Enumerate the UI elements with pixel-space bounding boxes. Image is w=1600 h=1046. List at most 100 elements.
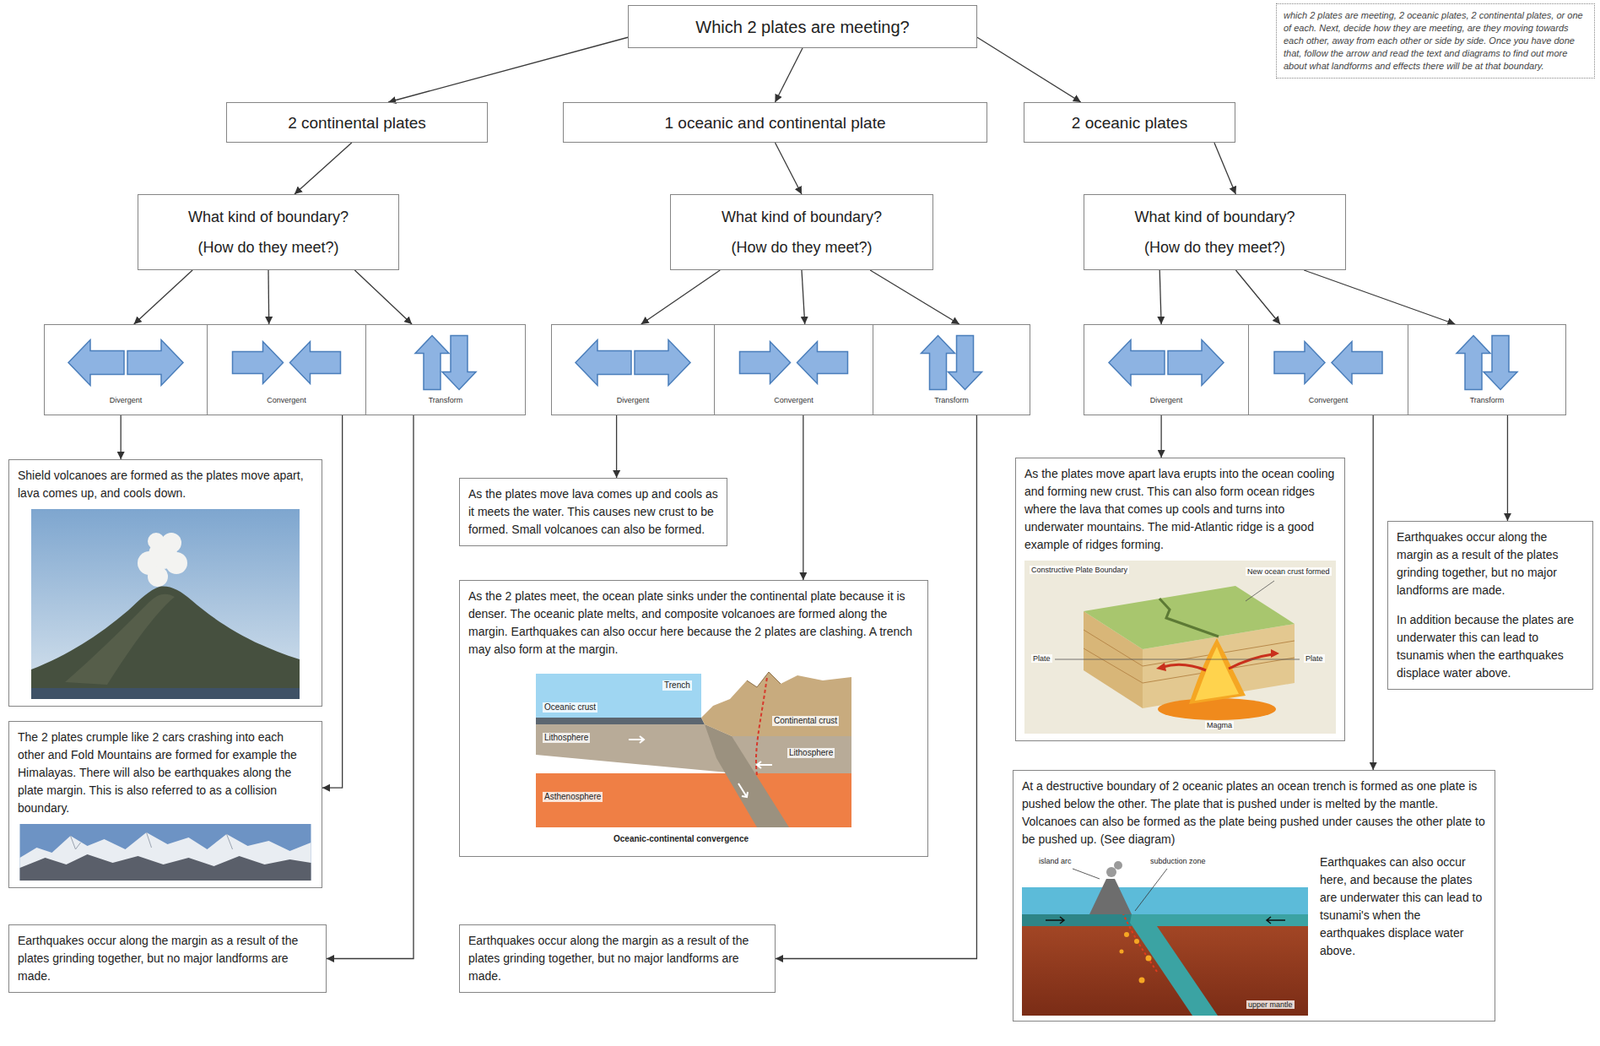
box-text: What kind of boundary? xyxy=(1092,207,1337,227)
illustration-part xyxy=(20,832,312,881)
box-text: What kind of boundary? xyxy=(679,207,925,227)
box-text: As the 2 plates meet, the ocean plate si… xyxy=(468,587,919,659)
divergent-arrows xyxy=(68,340,184,386)
connector-arrow xyxy=(616,415,617,478)
figure-slot xyxy=(573,335,692,391)
box-text: Convergent xyxy=(718,395,870,406)
figure-slot xyxy=(1269,335,1388,391)
volcano-photo xyxy=(31,508,300,699)
transform-arrows xyxy=(415,335,476,390)
convergent-arrows xyxy=(1274,341,1383,384)
illustration-part xyxy=(1145,955,1152,962)
boundary-cell: Divergent xyxy=(551,324,715,416)
connector-arrow xyxy=(388,37,628,103)
illustration-part xyxy=(1124,931,1130,937)
illustration-part xyxy=(137,532,188,587)
box-text: Which 2 plates are meeting? xyxy=(637,16,968,38)
diagram-label: Continental crust xyxy=(772,715,839,726)
figure-slot xyxy=(1107,335,1226,391)
info-box: As the plates move lava comes up and coo… xyxy=(459,477,728,546)
illustration-part xyxy=(1021,913,1132,926)
plate-type-box: 2 continental plates xyxy=(226,102,488,143)
box-text: Convergent xyxy=(1252,395,1405,406)
diagram-label: island arc xyxy=(1037,856,1074,865)
illustration-part xyxy=(1072,868,1100,879)
illustration-part xyxy=(704,724,790,828)
connector-arrow xyxy=(775,48,804,103)
illustration-part xyxy=(756,761,773,768)
illustration-part xyxy=(1134,938,1140,944)
box-text: As the plates move lava comes up and coo… xyxy=(468,485,719,539)
illustration-part xyxy=(1129,913,1309,1016)
illustration-part xyxy=(1021,886,1309,914)
illustration-part xyxy=(1194,646,1239,701)
illustration-part xyxy=(20,823,312,881)
illustration-part xyxy=(1189,637,1246,704)
diagram-label: Lithosphere xyxy=(787,747,835,758)
diagram-label: Magma xyxy=(1205,720,1234,730)
connector-arrow xyxy=(775,142,803,195)
info-box: Earthquakes occur along the margin as a … xyxy=(459,924,776,993)
figure-slot xyxy=(1021,853,1309,1016)
convergence-diagram xyxy=(535,671,852,828)
boundary-cell: Divergent xyxy=(1083,324,1249,416)
box-text: Transform xyxy=(876,395,1027,406)
connector-arrow xyxy=(354,270,412,325)
box-text: As the plates move apart lava erupts int… xyxy=(1024,464,1336,554)
illustration-part xyxy=(535,717,705,725)
illustration-part xyxy=(165,551,188,574)
illustration-part xyxy=(1054,659,1300,660)
connector-arrow xyxy=(1160,415,1162,458)
illustration-part xyxy=(1245,580,1275,601)
figure-slot xyxy=(66,335,185,391)
box-text: Transform xyxy=(1411,395,1563,406)
boundary-cell: Transform xyxy=(365,324,526,416)
diagram-label: Plate xyxy=(1031,654,1053,663)
illustration-part xyxy=(1266,916,1286,924)
figure-slot xyxy=(735,335,854,391)
box-text: which 2 plates are meeting, 2 oceanic pl… xyxy=(1283,9,1588,73)
mountain-photo xyxy=(20,823,312,881)
illustration-part xyxy=(31,586,300,699)
boundary-cell: Transform xyxy=(872,324,1031,416)
question-box: What kind of boundary?(How do they meet?… xyxy=(670,194,934,271)
diagram-label: Asthenosphere xyxy=(542,791,603,802)
illustration-part xyxy=(1113,860,1123,870)
box-text: (How do they meet?) xyxy=(146,237,390,257)
illustration-part xyxy=(738,783,748,797)
diagram-label: Plate xyxy=(1303,654,1325,663)
box-text: 1 oceanic and continental plate xyxy=(572,113,979,133)
connector-arrow xyxy=(801,270,806,325)
diagram-label: upper mantle xyxy=(1246,1000,1295,1009)
box-text: Convergent xyxy=(210,395,363,406)
diagram-label: subduction zone xyxy=(1148,856,1208,865)
info-box: Earthquakes occur along the margin as a … xyxy=(1387,520,1594,690)
illustration-part xyxy=(1156,662,1167,671)
connector-arrow xyxy=(1372,415,1374,770)
box-text: Divergent xyxy=(48,395,204,406)
start-box: Which 2 plates are meeting? xyxy=(627,5,978,49)
diagram-label: Lithosphere xyxy=(542,732,590,743)
illustration-part xyxy=(756,676,768,775)
illustration-part xyxy=(70,832,233,849)
instruction-note: which 2 plates are meeting, 2 oceanic pl… xyxy=(1275,3,1595,79)
convergent-arrows xyxy=(740,341,849,384)
box-text: Divergent xyxy=(1087,395,1245,406)
ridge-diagram xyxy=(1024,560,1336,734)
connector-arrow xyxy=(1303,270,1455,325)
connector-arrow xyxy=(1507,415,1509,521)
plate-type-box: 1 oceanic and continental plate xyxy=(562,102,988,143)
illustration-part xyxy=(1159,598,1219,637)
box-text: In addition because the plates are under… xyxy=(1396,610,1584,682)
info-box: Shield volcanoes are formed as the plate… xyxy=(8,459,323,707)
figure-slot xyxy=(20,823,312,881)
illustration-part xyxy=(535,673,702,718)
connector-arrow xyxy=(870,270,960,325)
divergent-arrows xyxy=(575,340,691,386)
info-box: As the plates move apart lava erupts int… xyxy=(1015,457,1346,741)
box-text: Earthquakes occur along the margin as a … xyxy=(17,931,318,985)
box-text: Shield volcanoes are formed as the plate… xyxy=(17,466,314,503)
